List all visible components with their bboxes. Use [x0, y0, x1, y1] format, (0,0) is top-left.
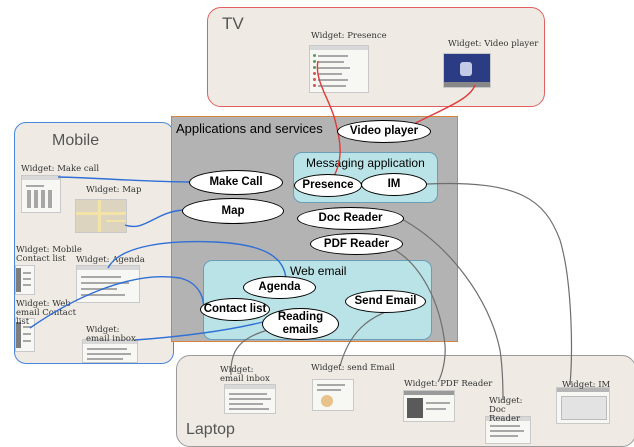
link-agenda-mobile — [107, 240, 287, 281]
im-widget-thumbnail — [556, 387, 610, 424]
video-player-service[interactable]: Video player — [337, 120, 431, 143]
link-presence-tv — [316, 60, 341, 182]
link-contact-list-mobile — [29, 276, 205, 329]
doc-reader-widget-thumbnail — [485, 416, 531, 444]
pdf-reader-service[interactable]: PDF Reader — [310, 233, 403, 255]
presence-widget-thumbnail — [309, 45, 369, 93]
mobile-contact-list-widget-thumbnail — [15, 265, 35, 295]
email-inbox-mobile-widget-thumbnail — [82, 339, 138, 363]
send-email-service[interactable]: Send Email — [345, 290, 426, 313]
widget-label-laptop-email-inbox: Widget: email inbox — [220, 365, 270, 384]
link-make-call-mobile — [57, 176, 191, 183]
link-reading-emails-laptop — [230, 329, 269, 376]
contact-list-service[interactable]: Contact list — [200, 298, 270, 321]
make-call-service[interactable]: Make Call — [189, 170, 283, 195]
widget-label-web-email-contact-list: Widget: Web email Contact list — [16, 299, 77, 327]
widget-label-make-call: Widget: Make call — [21, 164, 100, 174]
web-email-contact-list-widget-thumbnail — [15, 318, 35, 352]
reading-emails-service[interactable]: Reading emails — [262, 308, 339, 340]
link-doc-reader-laptop — [399, 217, 504, 401]
widget-label-doc-reader: Widget: Doc Reader — [489, 396, 523, 424]
widget-label-tv-video-player: Widget: Video player — [448, 39, 539, 49]
send-email-widget-thumbnail — [312, 379, 354, 411]
widget-label-mobile-email-inbox: Widget: email inbox — [86, 325, 136, 344]
applications-services-title: Applications and services — [176, 121, 323, 136]
widget-label-map: Widget: Map — [86, 185, 142, 195]
im-service[interactable]: IM — [361, 173, 427, 196]
agenda-service[interactable]: Agenda — [243, 276, 316, 299]
presence-service[interactable]: Presence — [294, 174, 362, 197]
email-inbox-laptop-widget-thumbnail — [224, 384, 276, 414]
mobile-title: Mobile — [52, 132, 100, 149]
link-send-email-laptop — [339, 310, 389, 367]
link-reading-emails-mobile — [134, 321, 264, 341]
widget-label-mobile-contact-list: Widget: Mobile Contact list — [16, 245, 82, 264]
link-map-mobile — [124, 209, 184, 228]
widget-label-agenda: Widget: Agenda — [76, 255, 145, 265]
widget-label-pdf-reader: Widget: PDF Reader — [404, 379, 493, 389]
video-player-widget-thumbnail — [443, 53, 491, 88]
link-video-player-tv — [409, 84, 476, 127]
link-im-laptop — [426, 182, 573, 386]
pdf-reader-widget-thumbnail — [403, 390, 455, 422]
web-email-title: Web email — [290, 264, 347, 278]
map-widget-thumbnail — [75, 199, 127, 233]
link-pdf-reader-laptop — [394, 249, 446, 383]
make-call-widget-thumbnail — [21, 175, 61, 213]
widget-label-send-email: Widget: send Email — [311, 363, 395, 373]
map-service[interactable]: Map — [182, 198, 284, 224]
laptop-title: Laptop — [186, 421, 235, 438]
mobile-panel — [14, 122, 174, 364]
tv-title: TV — [222, 14, 244, 33]
messaging-application-title: Messaging application — [306, 156, 425, 170]
widget-label-im: Widget: IM — [562, 380, 611, 390]
widget-label-tv-presence: Widget: Presence — [311, 31, 387, 41]
doc-reader-service[interactable]: Doc Reader — [297, 207, 404, 230]
